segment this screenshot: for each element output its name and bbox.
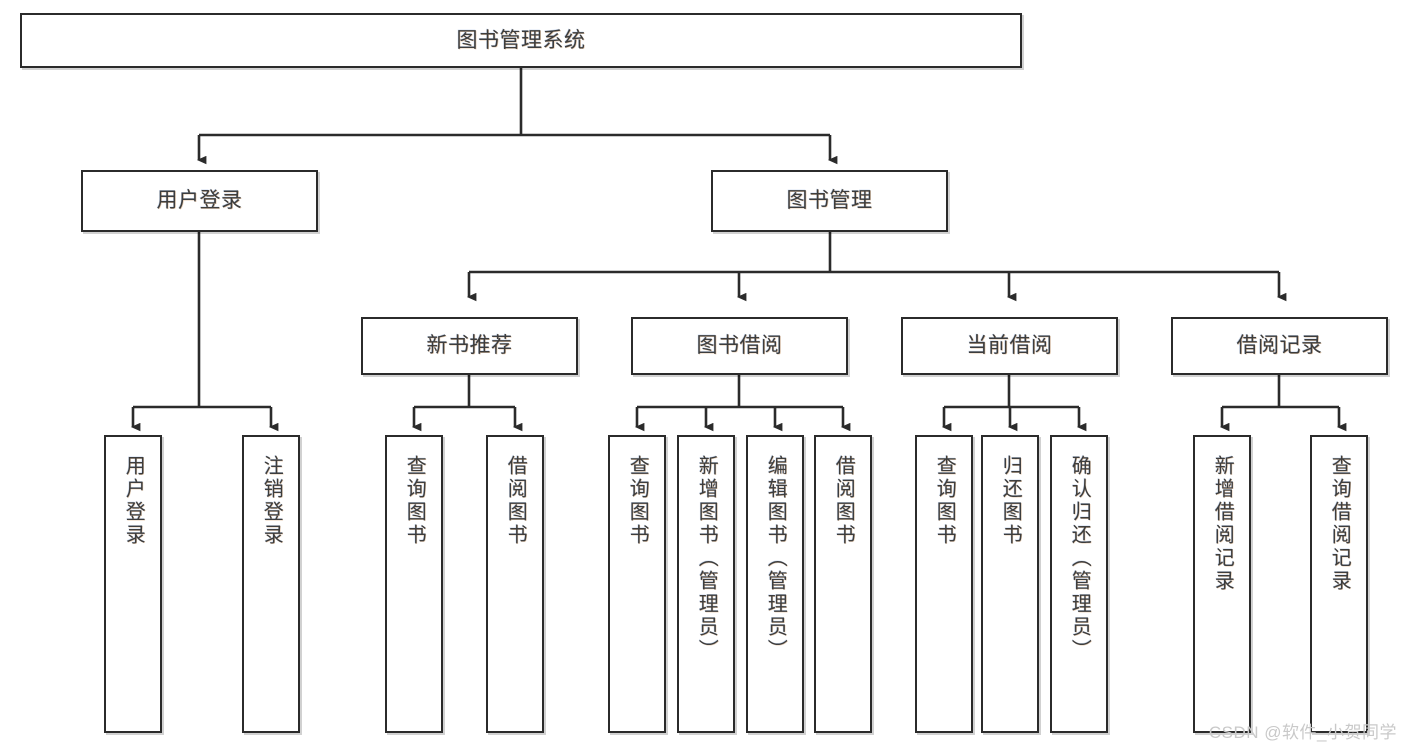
node-leaf-borrow-books-2[interactable]: 借阅图书 [814, 435, 872, 733]
node-user-login-label: 用户登录 [156, 189, 243, 213]
node-book-management[interactable]: 图书管理 [711, 170, 948, 232]
node-leaf-edit-book[interactable]: 编辑图书（管理员） [746, 435, 804, 733]
node-leaf-logout-login-label: 注销登录 [260, 455, 283, 547]
node-leaf-query-books-1-label: 查询图书 [403, 455, 426, 547]
node-leaf-confirm-return-label: 确认归还（管理员） [1068, 455, 1091, 662]
node-leaf-user-login-label: 用户登录 [122, 455, 145, 547]
node-new-book-recommend[interactable]: 新书推荐 [361, 317, 578, 375]
node-leaf-query-record-label: 查询借阅记录 [1328, 455, 1351, 593]
node-user-login[interactable]: 用户登录 [81, 170, 318, 232]
node-leaf-add-record[interactable]: 新增借阅记录 [1193, 435, 1251, 733]
node-borrow-record-label: 借阅记录 [1236, 334, 1323, 358]
node-leaf-borrow-books-2-label: 借阅图书 [832, 455, 855, 547]
node-leaf-return-book-label: 归还图书 [999, 455, 1022, 547]
node-leaf-query-books-2[interactable]: 查询图书 [608, 435, 666, 733]
node-leaf-logout-login[interactable]: 注销登录 [242, 435, 300, 733]
node-leaf-query-books-1[interactable]: 查询图书 [385, 435, 443, 733]
node-book-borrow-label: 图书借阅 [696, 334, 783, 358]
node-leaf-query-books-2-label: 查询图书 [626, 455, 649, 547]
node-leaf-add-book-label: 新增图书（管理员） [695, 455, 718, 662]
node-root[interactable]: 图书管理系统 [20, 13, 1022, 68]
node-leaf-edit-book-label: 编辑图书（管理员） [764, 455, 787, 662]
node-leaf-borrow-books-1[interactable]: 借阅图书 [486, 435, 544, 733]
node-leaf-return-book[interactable]: 归还图书 [981, 435, 1039, 733]
node-book-borrow[interactable]: 图书借阅 [631, 317, 848, 375]
node-leaf-add-record-label: 新增借阅记录 [1211, 455, 1234, 593]
node-book-management-label: 图书管理 [786, 189, 873, 213]
node-leaf-query-books-3-label: 查询图书 [933, 455, 956, 547]
node-leaf-query-books-3[interactable]: 查询图书 [915, 435, 973, 733]
node-current-borrow-label: 当前借阅 [966, 334, 1053, 358]
node-new-book-recommend-label: 新书推荐 [426, 334, 513, 358]
node-current-borrow[interactable]: 当前借阅 [901, 317, 1118, 375]
node-leaf-user-login[interactable]: 用户登录 [104, 435, 162, 733]
node-borrow-record[interactable]: 借阅记录 [1171, 317, 1388, 375]
node-root-label: 图书管理系统 [456, 28, 586, 52]
csdn-watermark: CSDN @软件_小贺同学 [1208, 723, 1397, 742]
node-leaf-borrow-books-1-label: 借阅图书 [504, 455, 527, 547]
node-leaf-confirm-return[interactable]: 确认归还（管理员） [1050, 435, 1108, 733]
node-leaf-add-book[interactable]: 新增图书（管理员） [677, 435, 735, 733]
node-leaf-query-record[interactable]: 查询借阅记录 [1310, 435, 1368, 733]
